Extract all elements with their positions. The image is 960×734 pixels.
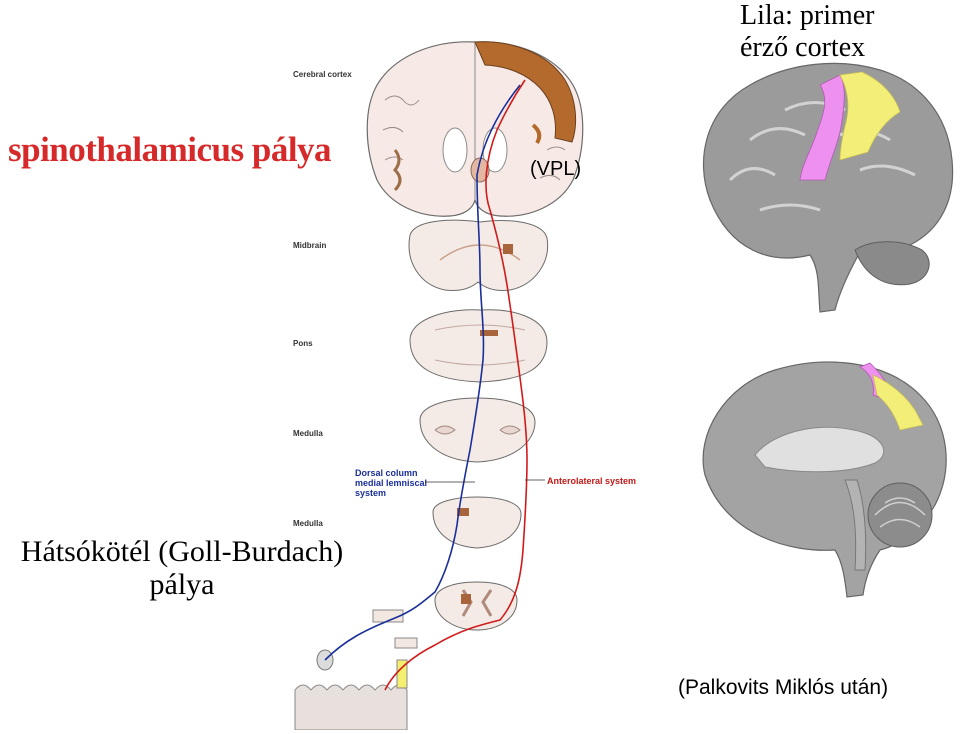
lateral-brain-illustration (690, 40, 960, 330)
spinal-cord-section (435, 582, 517, 630)
level-label-midbrain: Midbrain (293, 241, 326, 250)
level-label-medulla-lower: Medulla (293, 519, 323, 528)
label-dorsal-line3: system (355, 488, 386, 498)
credit-text: (Palkovits Miklós után) (678, 676, 888, 700)
pathway-diagram: Cerebral cortex Midbrain Pons Medulla Me… (285, 30, 645, 730)
level-label-pons: Pons (293, 339, 313, 348)
level-label-cerebral-cortex: Cerebral cortex (293, 70, 352, 79)
pons-section (410, 310, 547, 382)
lower-medulla-section (433, 497, 521, 548)
legend-note-line1: Lila: primer (740, 0, 875, 32)
label-dorsal-line1: Dorsal column (355, 468, 418, 478)
vpl-label: (VPL) (530, 158, 581, 181)
coronal-brain-section (367, 42, 583, 216)
label-dorsal-line2: medial lemniscal (355, 478, 427, 488)
medial-brain-illustration (695, 355, 960, 605)
level-label-medulla-upper: Medulla (293, 429, 323, 438)
title-spinothalamic: spinothalamicus pálya (8, 130, 331, 170)
label-anterolateral: Anterolateral system (547, 476, 636, 486)
